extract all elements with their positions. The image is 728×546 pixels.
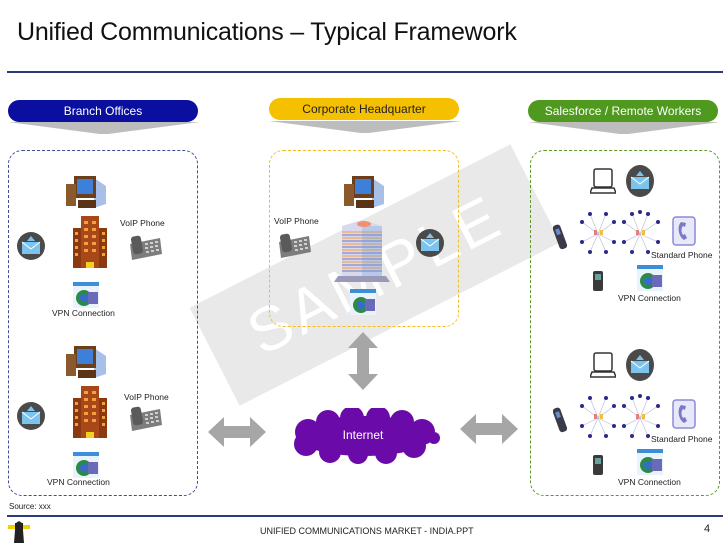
email-icon xyxy=(17,402,45,430)
email-icon xyxy=(626,349,654,381)
hq-header-shadow xyxy=(269,121,461,133)
vpn-connection-icon xyxy=(637,265,663,291)
corporate-tower-icon xyxy=(334,220,390,282)
remote2-vpn-label: VPN Connection xyxy=(618,477,681,487)
standard-phone-icon xyxy=(672,216,696,246)
branch-offices-box xyxy=(8,150,198,496)
branch-offices-header: Branch Offices xyxy=(8,100,198,122)
source-note: Source: xxx xyxy=(9,502,51,511)
mobile-phone-icon xyxy=(553,224,568,250)
office-building-icon xyxy=(73,386,107,438)
internet-cloud-icon xyxy=(294,408,440,464)
email-icon xyxy=(416,229,444,257)
title-divider xyxy=(7,71,723,73)
vpn-connection-icon xyxy=(73,452,99,478)
right-double-arrow-icon xyxy=(460,414,518,444)
footer-title: UNIFIED COMMUNICATIONS MARKET - INDIA.PP… xyxy=(260,526,474,536)
laptop-icon xyxy=(590,168,616,194)
branch-header-shadow xyxy=(8,122,200,134)
desktop-computer-icon xyxy=(66,176,106,208)
network-users-icon xyxy=(580,210,660,254)
desktop-computer-icon xyxy=(66,346,106,378)
network-users-icon xyxy=(580,394,660,438)
page-number: 4 xyxy=(704,523,711,535)
mobile-phone-icon xyxy=(553,407,568,433)
mobile-phone-icon xyxy=(593,271,603,291)
branch1-voip-label: VoIP Phone xyxy=(120,218,165,228)
corporate-hq-header: Corporate Headquarter xyxy=(269,98,459,120)
lighthouse-logo-icon xyxy=(8,521,30,543)
vpn-connection-icon xyxy=(350,289,376,315)
remote-workers-header: Salesforce / Remote Workers xyxy=(528,100,718,122)
voip-phone-icon xyxy=(130,406,162,431)
email-icon xyxy=(626,165,654,197)
desktop-computer-icon xyxy=(344,176,384,208)
hq-box xyxy=(269,150,459,327)
standard-phone-icon xyxy=(672,399,696,429)
vpn-connection-icon xyxy=(73,282,99,308)
mobile-phone-icon xyxy=(593,455,603,475)
voip-phone-icon xyxy=(130,235,162,260)
voip-phone-icon xyxy=(279,233,311,258)
remote-header-shadow xyxy=(528,122,720,134)
remote1-vpn-label: VPN Connection xyxy=(618,293,681,303)
left-double-arrow-icon xyxy=(208,417,266,447)
remote1-standard-phone-label: Standard Phone xyxy=(651,250,713,260)
footer-divider xyxy=(7,515,723,517)
laptop-icon xyxy=(590,352,616,378)
internet-label: Internet xyxy=(342,428,384,442)
vertical-double-arrow-icon xyxy=(348,332,378,390)
slide-title: Unified Communications – Typical Framewo… xyxy=(17,18,517,46)
remote-workers-box xyxy=(530,150,720,496)
hq-voip-label: VoIP Phone xyxy=(274,216,319,226)
remote2-standard-phone-label: Standard Phone xyxy=(651,434,713,444)
branch1-vpn-label: VPN Connection xyxy=(52,308,115,318)
office-building-icon xyxy=(73,216,107,268)
email-icon xyxy=(17,232,45,260)
vpn-connection-icon xyxy=(637,449,663,475)
branch2-voip-label: VoIP Phone xyxy=(124,392,169,402)
branch2-vpn-label: VPN Connection xyxy=(47,477,110,487)
